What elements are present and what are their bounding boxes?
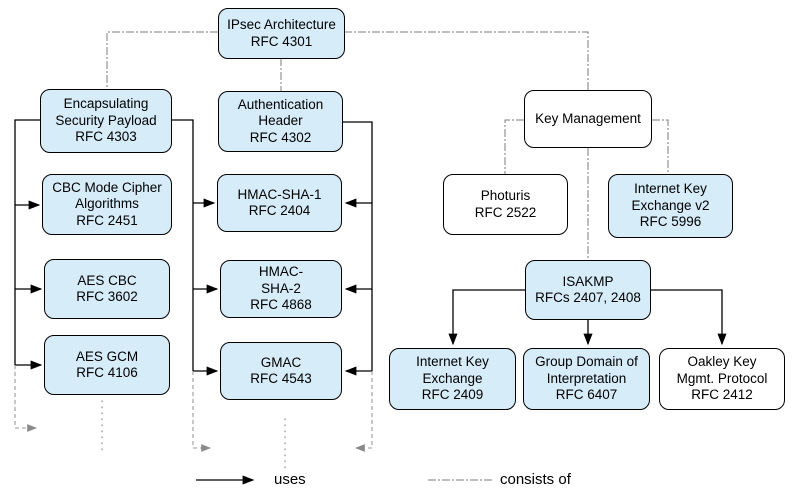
node-label: AES CBC	[77, 272, 137, 288]
node-oakley: Oakley Key Mgmt. Protocol RFC 2412	[659, 348, 785, 410]
node-label: Exchange v2	[631, 197, 710, 213]
node-aes-gcm: AES GCM RFC 4106	[44, 335, 170, 395]
node-label: HMAC-SHA-1	[237, 186, 322, 202]
node-label: Oakley Key	[687, 354, 757, 370]
node-label: RFC 4543	[250, 371, 312, 386]
node-label: RFC 2409	[421, 387, 484, 403]
arrow-isakmp-ike	[448, 289, 525, 346]
node-label: Security Payload	[55, 112, 157, 128]
rail-esp-right	[172, 119, 194, 371]
node-hmac-sha1: HMAC-SHA-1 RFC 2404	[217, 174, 342, 232]
continuation-connectors	[14, 365, 373, 452]
node-label: RFC 2404	[248, 203, 311, 218]
node-label: Authentication	[237, 96, 324, 112]
node-label: RFC 4106	[76, 365, 138, 380]
node-gdoi: Group Domain of Interpretation RFC 6407	[523, 348, 650, 410]
node-label: RFC 5996	[639, 214, 702, 230]
node-label: Exchange	[422, 370, 483, 386]
legend-consists-of-label: consists of	[500, 471, 571, 488]
uses-connectors	[14, 119, 727, 485]
node-authentication-header: Authentication Header RFC 4302	[218, 91, 343, 152]
node-ipsec-architecture: IPsec Architecture RFC 4301	[218, 8, 345, 59]
link-keymgmt-ikev2	[652, 119, 669, 174]
node-aes-cbc: AES CBC RFC 3602	[44, 259, 170, 319]
node-isakmp: ISAKMP RFCs 2407, 2408	[525, 260, 651, 320]
node-label: Encapsulating	[63, 96, 149, 112]
node-label: RFC 2412	[691, 387, 753, 403]
node-label: Header	[258, 113, 303, 129]
node-esp: Encapsulating Security Payload RFC 4303	[40, 89, 172, 153]
continuation-right-rail	[354, 371, 373, 452]
node-label: RFC 4302	[249, 129, 312, 145]
node-label: Algorithms	[75, 196, 139, 212]
node-label: RFC 6407	[555, 387, 618, 403]
node-key-management: Key Management	[524, 90, 652, 148]
node-label: Group Domain of	[535, 354, 638, 370]
node-label: RFC 4868	[250, 297, 312, 313]
node-label: GMAC	[260, 354, 302, 370]
node-label: RFC 3602	[76, 289, 138, 304]
node-label: Mgmt. Protocol	[676, 370, 768, 386]
consists-of-connectors	[106, 31, 669, 481]
node-photuris: Photuris RFC 2522	[443, 174, 568, 235]
node-label: RFC 2522	[474, 204, 537, 220]
node-hmac-sha2: HMAC- SHA-2 RFC 4868	[220, 260, 342, 318]
node-label: RFC 4301	[250, 33, 313, 49]
node-label: ISAKMP	[562, 273, 614, 289]
legend-uses-label: uses	[274, 471, 306, 488]
continuation-mid-rail	[192, 371, 212, 452]
node-gmac: GMAC RFC 4543	[220, 342, 342, 400]
node-label: HMAC-	[258, 264, 304, 280]
node-label: Photuris	[480, 188, 531, 203]
node-label: RFC 4303	[75, 129, 137, 145]
rail-ah-right	[343, 121, 373, 371]
node-label: Internet Key	[416, 354, 489, 370]
node-label: AES GCM	[75, 348, 139, 364]
node-label: CBC Mode Cipher	[52, 179, 162, 195]
link-ipsec-esp	[106, 31, 218, 89]
node-label: Key Management	[535, 110, 641, 126]
node-label: RFC 2451	[76, 212, 138, 228]
node-label: IPsec Architecture	[227, 17, 336, 32]
node-label: RFCs 2407, 2408	[535, 290, 641, 305]
rail-esp-left	[14, 119, 40, 365]
node-internet-key-exchange: Internet Key Exchange RFC 2409	[389, 348, 516, 410]
node-cbc-mode-cipher: CBC Mode Cipher Algorithms RFC 2451	[42, 174, 172, 235]
node-label: SHA-2	[261, 280, 301, 296]
ellipsis-dots	[101, 400, 286, 471]
arrow-isakmp-oakley	[651, 289, 727, 346]
link-keymgmt-photuris	[504, 119, 524, 174]
node-ikev2: Internet Key Exchange v2 RFC 5996	[608, 174, 733, 238]
continuation-left-rail	[14, 365, 38, 432]
node-label: Internet Key	[634, 181, 707, 197]
link-ipsec-keymgmt	[344, 31, 589, 90]
node-label: Interpretation	[546, 370, 627, 386]
